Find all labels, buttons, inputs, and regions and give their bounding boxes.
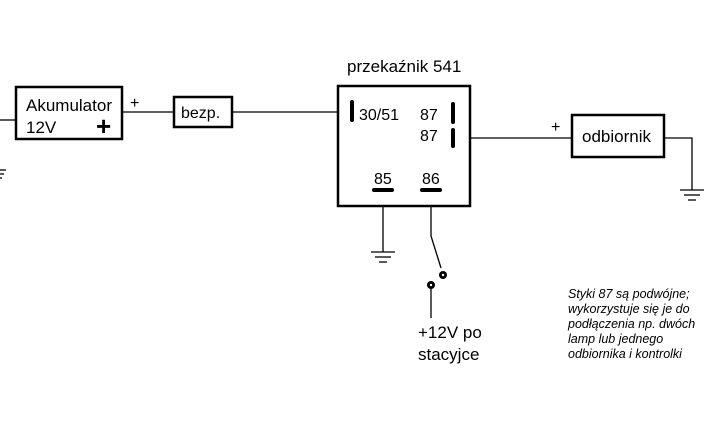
relay-pin-87-top-label: 87 [420, 107, 438, 124]
battery-plus-symbol: + [96, 111, 111, 141]
battery: Akumulator 12V + [14, 85, 124, 141]
battery-name: Akumulator [26, 96, 112, 115]
relay-pin-85-label: 85 [374, 171, 392, 188]
ground-symbol-left [0, 169, 6, 179]
load-input-polarity: + [551, 119, 560, 136]
fuse-label: bezp. [181, 105, 220, 122]
ignition-label-line1: +12V po [418, 323, 482, 342]
note: Styki 87 są podwójne; wykorzystuje się j… [567, 287, 695, 361]
relay-pin-87-bottom-label: 87 [420, 128, 438, 145]
wire-load-to-ground [664, 137, 693, 190]
fuse-box [172, 95, 234, 129]
battery-output-polarity: + [130, 95, 139, 112]
relay-pin-30-51-label: 30/51 [359, 107, 399, 124]
note-line: wykorzystuje się je do [568, 302, 690, 316]
note-line: Styki 87 są podwójne; [568, 287, 690, 301]
relay: 30/51 87 87 85 86 [336, 84, 472, 208]
battery-voltage: 12V [26, 118, 57, 137]
ground-symbol-pin85 [371, 251, 395, 263]
battery-box [14, 85, 124, 141]
ground-symbol-load [680, 189, 704, 201]
note-line: odbiornika i kontrolki [568, 347, 683, 361]
load-label: odbiornik [582, 127, 651, 146]
note-line: podłączenia np. dwóch [567, 317, 695, 331]
relay-box [336, 84, 472, 208]
ignition-switch [427, 271, 447, 289]
relay-pin-86-label: 86 [422, 171, 440, 188]
note-line: lamp lub jednego [568, 332, 663, 346]
load: odbiornik [570, 113, 666, 159]
load-box [570, 113, 666, 159]
fuse: bezp. [172, 95, 234, 129]
ignition-label-line2: stacyjce [418, 345, 479, 364]
relay-title: przekaźnik 541 [347, 57, 461, 76]
